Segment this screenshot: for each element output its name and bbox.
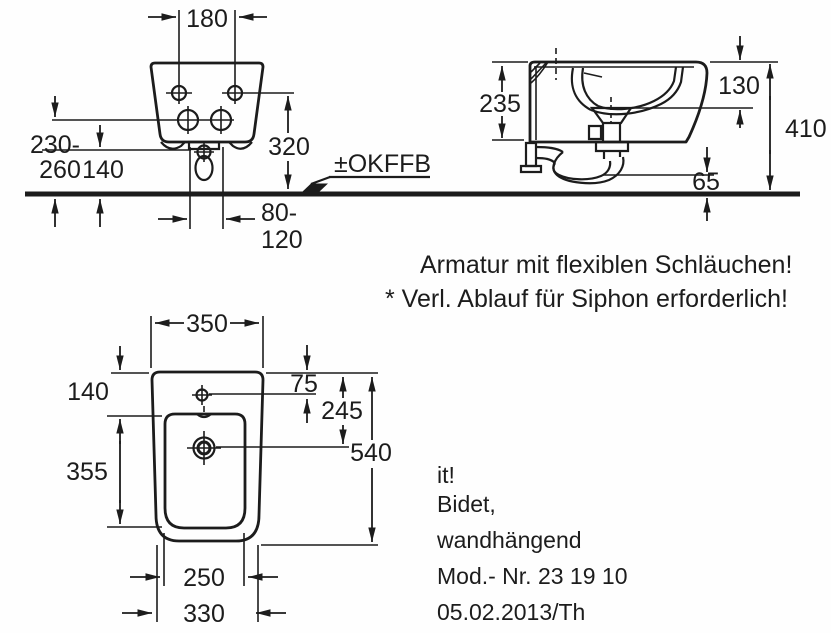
okffb-floor-reference: ±OKFFB <box>301 150 431 193</box>
bidet-side-outline <box>528 60 709 144</box>
product-mounting: wandhängend <box>436 527 582 553</box>
dim-hole-spacing: 180 <box>186 5 228 33</box>
drain-fitting-front <box>187 140 224 229</box>
notes: Armatur mit flexiblen Schläuchen! * Verl… <box>385 251 792 313</box>
dim-faucet-offset: 75 <box>290 370 318 398</box>
bidet-plan-outline <box>150 370 265 543</box>
product-info: it! Bidet, wandhängend Mod.- Nr. 23 19 1… <box>436 462 628 625</box>
product-model-number: Mod.- Nr. 23 19 10 <box>437 563 628 589</box>
okffb-label: ±OKFFB <box>334 150 431 178</box>
dim-supply-range-a: 230- <box>30 131 80 159</box>
right-foot <box>228 141 253 150</box>
dim-bowl-length: 355 <box>66 458 108 486</box>
okffb-triangle <box>301 183 328 193</box>
product-series: it! <box>437 462 455 488</box>
dim-total-depth: 540 <box>350 439 392 467</box>
dim-trap-clearance: 65 <box>692 168 720 196</box>
rim-section-hatch <box>530 61 549 84</box>
drain-hole-plan <box>187 431 349 465</box>
siphon-trap <box>519 141 625 185</box>
front-view: 180 320 230- 260 140 80- 120 ±OKFFB <box>30 5 431 254</box>
plan-view: 350 140 355 75 245 540 250 330 <box>66 310 392 628</box>
dim-drain-offset: 245 <box>321 397 363 425</box>
dim-rim-height-total: 410 <box>785 115 827 143</box>
dim-rim-front-depth: 140 <box>67 378 109 406</box>
product-type: Bidet, <box>437 491 496 517</box>
dim-supply-range-b: 260 <box>39 156 81 184</box>
dim-rim-to-waterline: 130 <box>718 72 760 100</box>
supply-hole-left <box>176 108 200 132</box>
dim-bottom-width: 330 <box>183 600 225 628</box>
dim-drain-height: 140 <box>82 156 124 184</box>
side-view: 235 130 410 65 <box>479 36 827 221</box>
note-siphon: * Verl. Ablauf für Siphon erforderlich! <box>385 285 788 313</box>
mounting-hole-right <box>226 84 244 102</box>
dim-bowl-width: 250 <box>183 564 225 592</box>
product-date-revision: 05.02.2013/Th <box>437 599 585 625</box>
dim-outlet-offset-a: 80- <box>261 199 297 227</box>
supply-hole-right <box>209 108 233 132</box>
dim-top-width: 350 <box>186 310 228 338</box>
faucet-hole-plan <box>192 385 316 405</box>
dim-outlet-offset-b: 120 <box>261 226 303 254</box>
bowl-plan-outline <box>163 412 247 530</box>
note-armatur: Armatur mit flexiblen Schläuchen! <box>420 251 792 279</box>
mounting-hole-left <box>170 84 188 102</box>
left-foot <box>160 141 186 150</box>
overflow-notch <box>196 413 212 419</box>
dim-body-depth: 235 <box>479 90 521 118</box>
dim-rim-height: 320 <box>268 133 310 161</box>
bidet-front-outline <box>149 61 265 144</box>
